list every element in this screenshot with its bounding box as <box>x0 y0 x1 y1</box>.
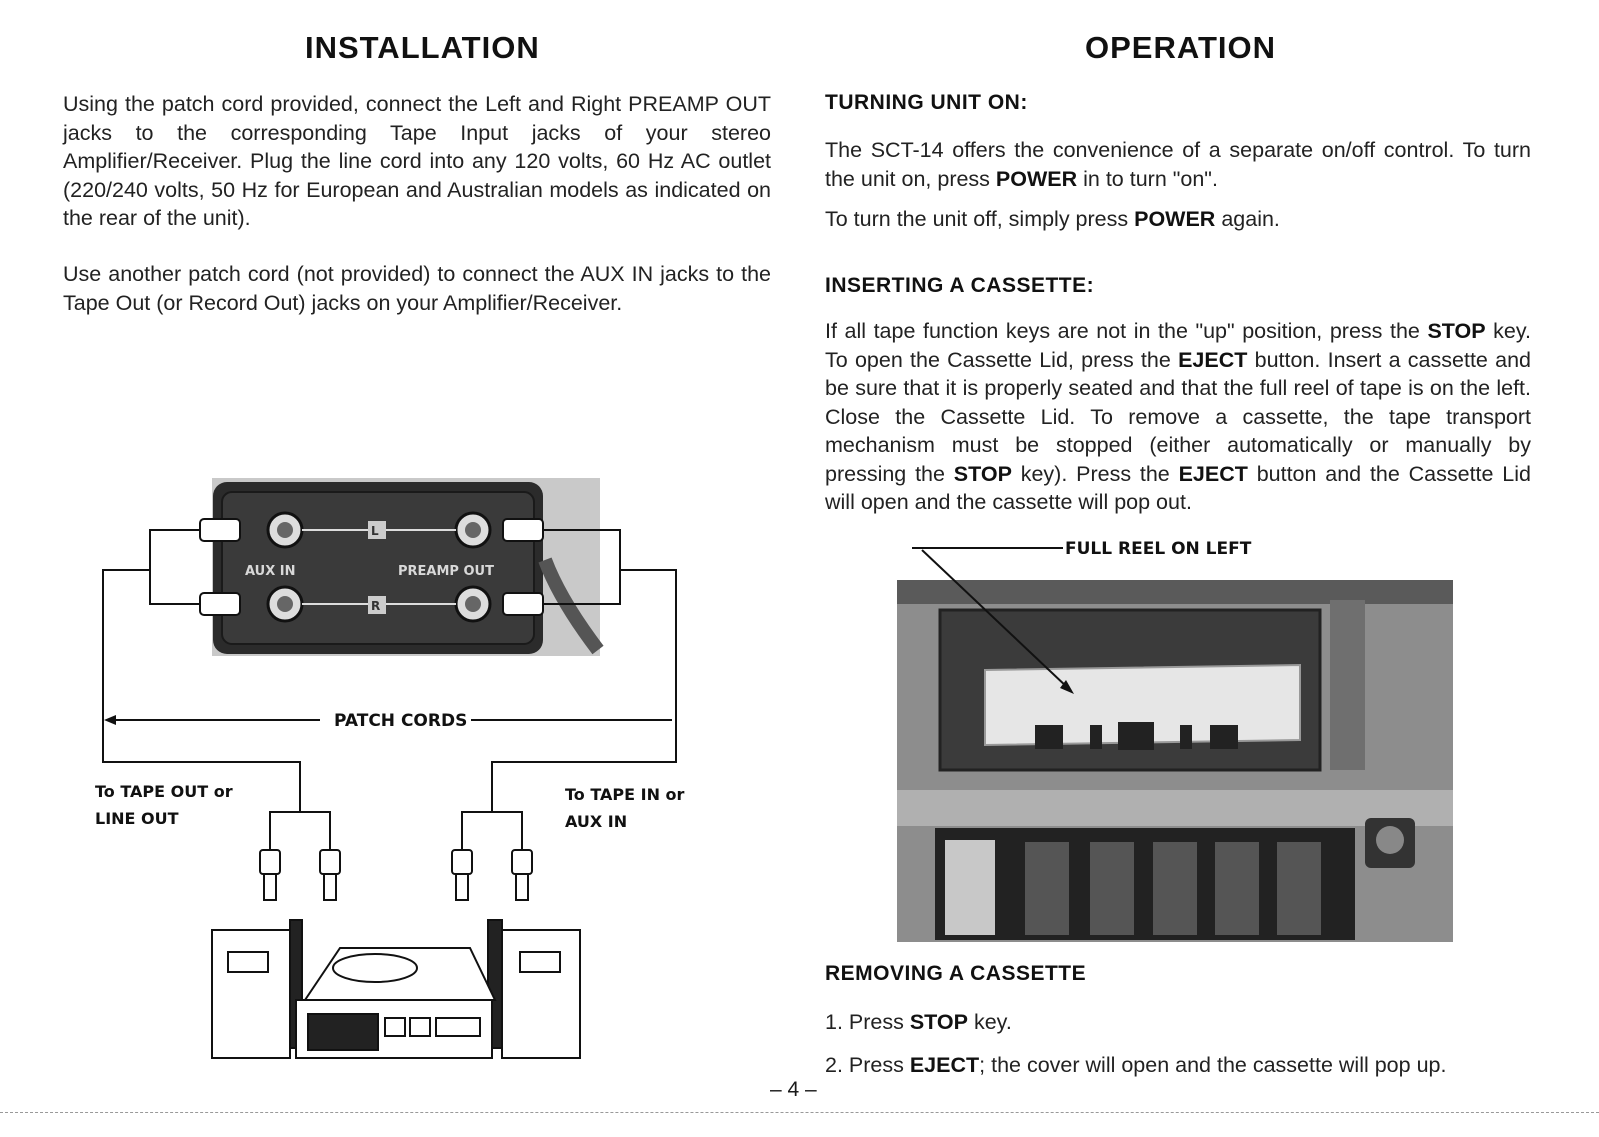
full-reel-callout: FULL REEL ON LEFT <box>1065 539 1252 559</box>
removing-heading: REMOVING A CASSETTE <box>825 962 1087 985</box>
left-target-line-2: LINE OUT <box>95 809 179 828</box>
inserting-paragraph: If all tape function keys are not in the… <box>825 317 1531 517</box>
patch-cord-lines <box>102 529 677 850</box>
installation-paragraph-1: Using the patch cord provided, connect t… <box>63 92 771 230</box>
left-target-line-1: To TAPE OUT or <box>95 782 233 801</box>
inserting-heading: INSERTING A CASSETTE: <box>825 274 1095 297</box>
left-target-label: To TAPE OUT or LINE OUT <box>95 778 233 832</box>
right-target-line-1: To TAPE IN or <box>565 785 685 804</box>
jack-panel: L R AUX IN PREAMP OUT <box>212 478 604 656</box>
stop-key-text: STOP <box>909 1010 968 1034</box>
text: key. <box>968 1010 1012 1034</box>
rca-plugs <box>259 849 533 901</box>
eject-key-text: EJECT <box>1178 347 1248 372</box>
text: 1. Press <box>825 1010 910 1034</box>
channel-r-label: R <box>371 599 380 613</box>
preamp-out-panel-label: PREAMP OUT <box>398 564 494 579</box>
channel-l-label: L <box>371 524 379 538</box>
stop-key-text: STOP <box>953 461 1012 486</box>
turning-on-paragraph-1: The SCT-14 offers the convenience of a s… <box>825 136 1531 193</box>
page-bottom-border <box>0 1112 1599 1113</box>
text: If all tape function keys are not in the… <box>825 319 1428 343</box>
turning-on-paragraph-2: To turn the unit off, simply press POWER… <box>825 205 1531 234</box>
wiring-diagram: L R AUX IN PREAMP OUT <box>102 478 677 1059</box>
text: ; the cover will open and the cassette w… <box>979 1053 1447 1077</box>
power-key-text: POWER <box>1134 207 1216 231</box>
text: button. Insert a cassette and be sure th… <box>825 347 1531 486</box>
text: in to turn "on". <box>1077 166 1218 191</box>
installation-paragraph-2: Use another patch cord (not provided) to… <box>63 262 771 315</box>
turning-on-heading: TURNING UNIT ON: <box>825 91 1028 114</box>
text: key. To open the Cassette Lid, press the <box>825 319 1531 372</box>
text: 2. Press <box>825 1053 910 1077</box>
installation-title: INSTALLATION <box>305 30 540 65</box>
stop-key-text: STOP <box>1427 319 1486 343</box>
cassette-deck-photo <box>897 547 1453 942</box>
text: key). Press the <box>1011 461 1179 486</box>
patch-cords-label: PATCH CORDS <box>330 711 472 731</box>
right-target-label: To TAPE IN or AUX IN <box>565 781 684 835</box>
page-number: – 4 – <box>770 1078 817 1101</box>
removing-step-1: 1. Press STOP key. <box>825 1008 1531 1037</box>
text: button and the Cassette Lid will open an… <box>825 461 1531 515</box>
right-target-line-2: AUX IN <box>565 812 628 831</box>
text: To turn the unit off, simply press <box>825 207 1135 231</box>
text: again. <box>1215 207 1280 231</box>
eject-key-text: EJECT <box>1178 461 1248 486</box>
aux-in-panel-label: AUX IN <box>245 564 295 579</box>
eject-key-text: EJECT <box>909 1053 980 1077</box>
operation-title: OPERATION <box>1085 30 1276 65</box>
removing-step-2: 2. Press EJECT; the cover will open and … <box>825 1051 1531 1080</box>
power-key-text: POWER <box>995 166 1078 191</box>
text: The SCT-14 offers the convenience of a s… <box>825 138 1531 191</box>
stereo-system-illustration <box>211 919 581 1059</box>
